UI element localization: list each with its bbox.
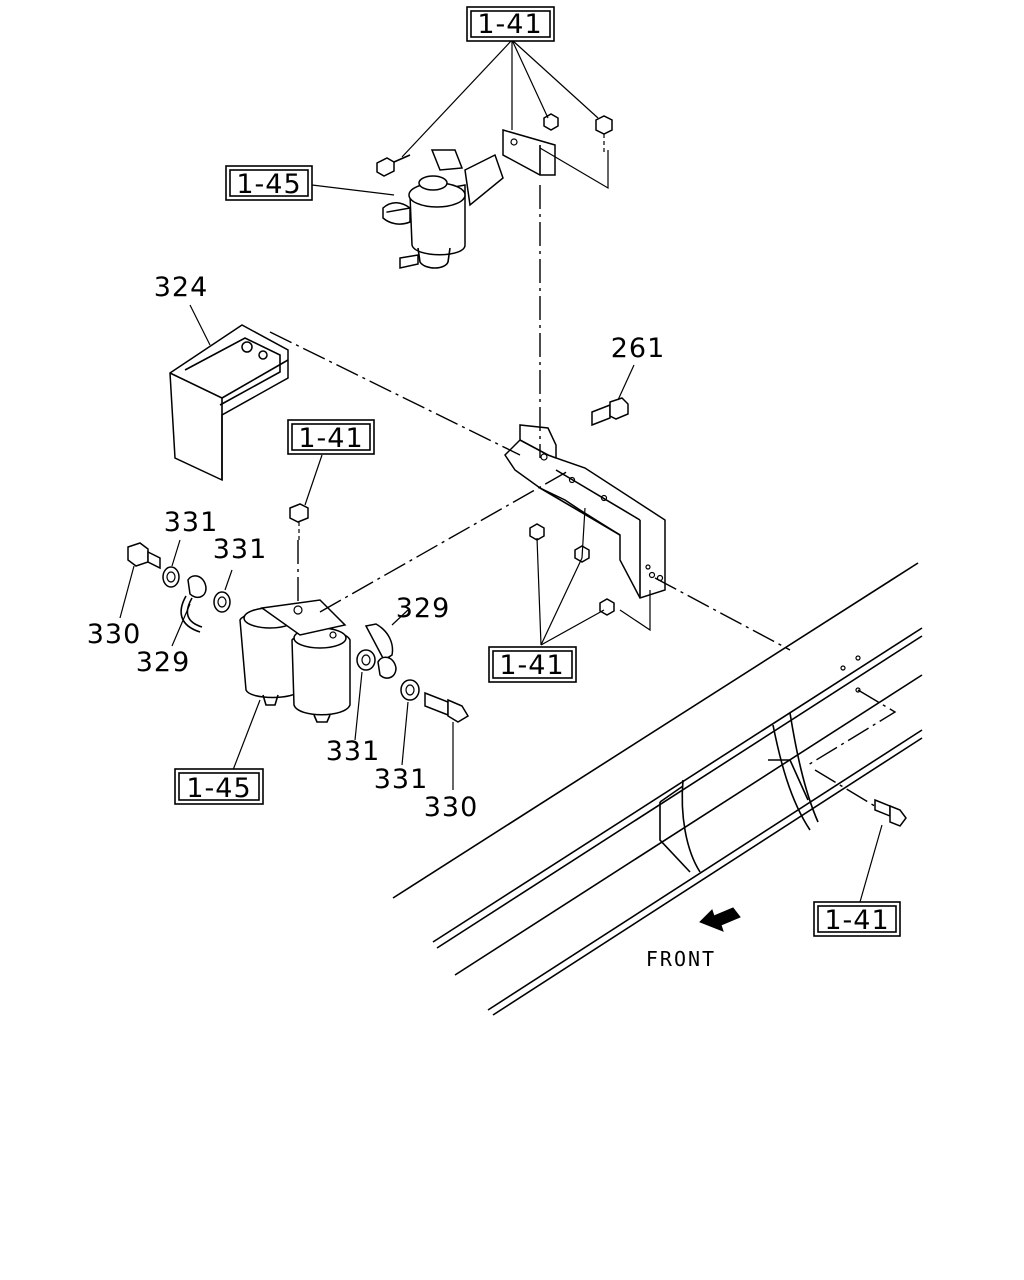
small-parts: [127, 397, 907, 827]
front-indicator: FRONT: [646, 907, 741, 971]
ref-label-mid: 1-41: [298, 423, 363, 454]
assembly-lines: [269, 185, 897, 809]
frame-rail: [392, 562, 923, 1016]
ref-label-lower-filter: 1-45: [186, 773, 251, 804]
part-number-331-c: 331: [326, 736, 381, 767]
part-number-329-left: 329: [136, 647, 191, 678]
part-number-331-a: 331: [164, 507, 219, 538]
part-number-261: 261: [611, 333, 666, 364]
ref-label-nuts: 1-41: [499, 650, 564, 681]
part-number-331-b: 331: [213, 534, 268, 565]
ref-box-mid: 1-41: [287, 419, 375, 455]
ref-box-lower-filter: 1-45: [174, 768, 264, 805]
ref-box-top: 1-41: [466, 6, 555, 42]
front-arrow-icon: [699, 907, 741, 932]
part-number-324: 324: [154, 272, 209, 303]
part-number-331-d: 331: [374, 764, 429, 795]
front-label: FRONT: [646, 947, 716, 971]
cover-324: [169, 324, 289, 482]
ref-label-upper-filter: 1-45: [236, 169, 301, 200]
ref-box-frame-bolt: 1-41: [813, 901, 901, 937]
part-number-329-right: 329: [396, 593, 451, 624]
ref-label-frame-bolt: 1-41: [824, 905, 889, 936]
ref-label-top: 1-41: [477, 9, 542, 40]
leader-lines: [119, 39, 883, 903]
mounting-bracket: [504, 424, 666, 616]
ref-box-nuts: 1-41: [488, 646, 577, 683]
lower-fuel-filter: [239, 599, 351, 723]
upper-fuel-filter: [376, 113, 613, 269]
part-number-330-right: 330: [424, 792, 479, 823]
ref-box-upper-filter: 1-45: [225, 165, 313, 201]
part-number-330-left: 330: [87, 619, 142, 650]
